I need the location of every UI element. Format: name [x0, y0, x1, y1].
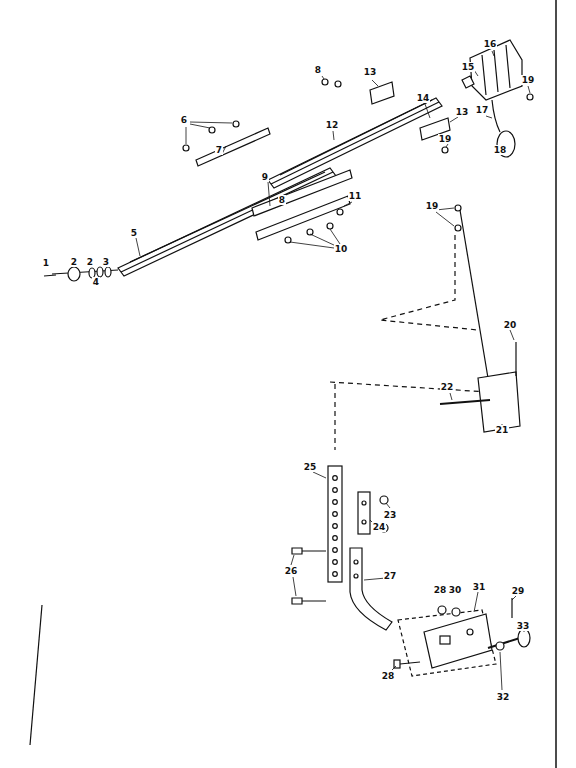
callout-number: 2	[70, 257, 78, 267]
callout-number: 6	[180, 115, 188, 125]
callout-number: 22	[440, 382, 455, 392]
callout-number: 27	[383, 571, 398, 581]
callout-number: 20	[503, 320, 518, 330]
callout-number: 16	[483, 39, 498, 49]
callout-number: 8	[278, 195, 286, 205]
callout-number: 13	[363, 67, 378, 77]
callout-number: 19	[425, 201, 440, 211]
callout-number: 3	[102, 257, 110, 267]
callout-number: 15	[461, 62, 476, 72]
callout-number: 8	[314, 65, 322, 75]
callout-number: 19	[438, 134, 453, 144]
callout-number: 18	[493, 145, 508, 155]
callout-number: 31	[472, 582, 487, 592]
callout-number: 7	[215, 145, 223, 155]
callout-number: 2	[86, 257, 94, 267]
callout-number: 23	[383, 510, 398, 520]
callout-number: 17	[475, 105, 490, 115]
callout-number: 28	[381, 671, 396, 681]
callout-number: 10	[334, 244, 349, 254]
callout-number: 29	[511, 586, 526, 596]
callout-number: 19	[521, 75, 536, 85]
callout-number: 13	[455, 107, 470, 117]
callout-number: 12	[325, 120, 340, 130]
callout-number: 24	[372, 522, 387, 532]
callout-number: 14	[416, 93, 431, 103]
callout-number: 21	[495, 425, 510, 435]
callout-number: 28	[433, 585, 448, 595]
callout-number: 9	[261, 172, 269, 182]
callout-number: 11	[348, 191, 363, 201]
callout-number: 4	[92, 277, 100, 287]
callout-number: 32	[496, 692, 511, 702]
callout-number: 33	[516, 621, 531, 631]
callout-number: 1	[42, 258, 50, 268]
callout-number: 26	[284, 566, 299, 576]
callout-number: 5	[130, 228, 138, 238]
callout-number: 25	[303, 462, 318, 472]
callout-number: 30	[448, 585, 463, 595]
